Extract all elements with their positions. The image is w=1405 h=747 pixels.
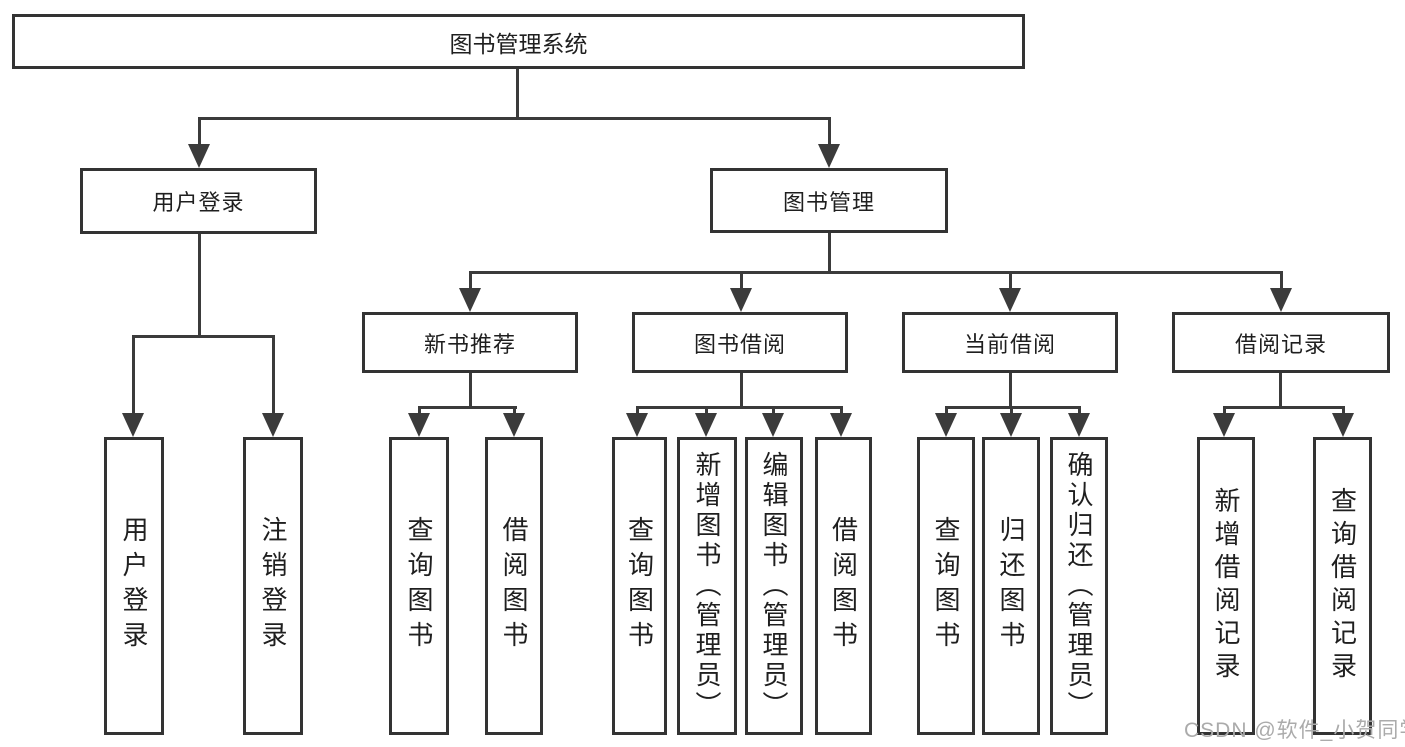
node-book-management-label: 图书管理 <box>782 189 875 215</box>
node-new-book-recommend: 新书推荐 <box>362 312 578 373</box>
connector-line <box>1342 406 1345 418</box>
node-current-borrow: 当前借阅 <box>902 312 1118 373</box>
node-user-login: 用户登录 <box>80 168 317 234</box>
leaf-bb-add-book: 新增图书（管理员） <box>677 437 737 735</box>
connector-line <box>828 117 831 146</box>
node-root: 图书管理系统 <box>12 14 1025 69</box>
connector-line <box>516 69 519 119</box>
connector-arrowhead <box>762 413 784 437</box>
leaf-cb-return-book-label: 归还图书 <box>996 516 1026 656</box>
leaf-cb-query-book: 查询图书 <box>917 437 975 735</box>
node-user-login-label: 用户登录 <box>152 190 245 215</box>
leaf-bb-edit-book: 编辑图书（管理员） <box>745 437 803 735</box>
connector-line <box>513 406 516 418</box>
connector-line <box>198 117 201 146</box>
leaf-bb-query-book-label: 查询图书 <box>624 516 655 656</box>
connector-line <box>636 406 843 409</box>
connector-line <box>198 117 831 120</box>
csdn-watermark: CSDN @软件_小贺同学 <box>1184 719 1405 742</box>
connector-line <box>132 335 135 417</box>
node-current-borrow-label: 当前借阅 <box>963 331 1056 357</box>
connector-arrowhead <box>503 413 525 437</box>
leaf-bb-borrow-book-label: 借阅图书 <box>828 516 859 656</box>
connector-line <box>1279 373 1282 408</box>
leaf-cb-confirm-return-label: 确认归还（管理员） <box>1064 451 1094 721</box>
connector-arrowhead <box>459 288 481 312</box>
connector-arrowhead <box>1270 288 1292 312</box>
connector-line <box>772 406 775 418</box>
connector-arrowhead <box>262 413 284 437</box>
connector-arrowhead <box>1068 413 1090 437</box>
leaf-br-query-record: 查询借阅记录 <box>1313 437 1372 735</box>
leaf-bb-add-book-label: 新增图书（管理员） <box>692 451 722 721</box>
leaf-logout-label: 注销登录 <box>258 516 288 656</box>
connector-arrowhead <box>695 413 717 437</box>
connector-arrowhead <box>188 144 210 168</box>
connector-line <box>418 406 517 409</box>
leaf-br-add-record: 新增借阅记录 <box>1197 437 1255 735</box>
connector-line <box>1010 406 1013 418</box>
leaf-logout: 注销登录 <box>243 437 303 735</box>
connector-line <box>828 233 831 273</box>
connector-line <box>1223 406 1226 418</box>
connector-line <box>1078 406 1081 418</box>
node-borrow-records-label: 借阅记录 <box>1234 331 1327 357</box>
node-book-management: 图书管理 <box>710 168 948 233</box>
node-book-borrow-label: 图书借阅 <box>693 331 786 357</box>
leaf-user-login-label: 用户登录 <box>119 516 149 656</box>
node-book-borrow: 图书借阅 <box>632 312 848 373</box>
leaf-cb-return-book: 归还图书 <box>982 437 1040 735</box>
connector-line <box>740 271 743 291</box>
node-root-label: 图书管理系统 <box>449 30 588 57</box>
connector-line <box>740 373 743 408</box>
connector-arrowhead <box>935 413 957 437</box>
leaf-bb-edit-book-label: 编辑图书（管理员） <box>759 451 789 721</box>
connector-arrowhead <box>122 413 144 437</box>
leaf-nb-borrow-book-label: 借阅图书 <box>499 516 529 656</box>
connector-arrowhead <box>999 288 1021 312</box>
connector-line <box>1009 373 1012 408</box>
connector-line <box>945 406 1081 409</box>
node-borrow-records: 借阅记录 <box>1172 312 1390 373</box>
leaf-bb-borrow-book: 借阅图书 <box>815 437 872 735</box>
connector-line <box>418 406 421 418</box>
leaf-nb-query-book: 查询图书 <box>389 437 449 735</box>
leaf-user-login: 用户登录 <box>104 437 164 735</box>
connector-arrowhead <box>1213 413 1235 437</box>
connector-line <box>705 406 708 418</box>
connector-line <box>840 406 843 418</box>
connector-line <box>469 373 472 408</box>
connector-line <box>636 406 639 418</box>
connector-arrowhead <box>818 144 840 168</box>
connector-arrowhead <box>626 413 648 437</box>
connector-line <box>469 271 1283 274</box>
leaf-br-add-record-label: 新增借阅记录 <box>1211 487 1241 685</box>
connector-line <box>198 234 201 337</box>
connector-arrowhead <box>1000 413 1022 437</box>
node-new-book-recommend-label: 新书推荐 <box>423 331 516 357</box>
connector-line <box>1009 271 1012 291</box>
connector-arrowhead <box>730 288 752 312</box>
leaf-cb-confirm-return: 确认归还（管理员） <box>1050 437 1108 735</box>
connector-line <box>272 335 275 417</box>
leaf-bb-query-book: 查询图书 <box>612 437 667 735</box>
connector-line <box>469 271 472 291</box>
leaf-cb-query-book-label: 查询图书 <box>931 516 961 656</box>
connector-line <box>1223 406 1344 409</box>
leaf-nb-query-book-label: 查询图书 <box>404 516 434 656</box>
connector-arrowhead <box>1332 413 1354 437</box>
connector-line <box>1280 271 1283 291</box>
connector-arrowhead <box>408 413 430 437</box>
connector-line <box>945 406 948 418</box>
leaf-br-query-record-label: 查询借阅记录 <box>1327 487 1358 685</box>
connector-line <box>132 335 275 338</box>
connector-arrowhead <box>830 413 852 437</box>
leaf-nb-borrow-book: 借阅图书 <box>485 437 543 735</box>
